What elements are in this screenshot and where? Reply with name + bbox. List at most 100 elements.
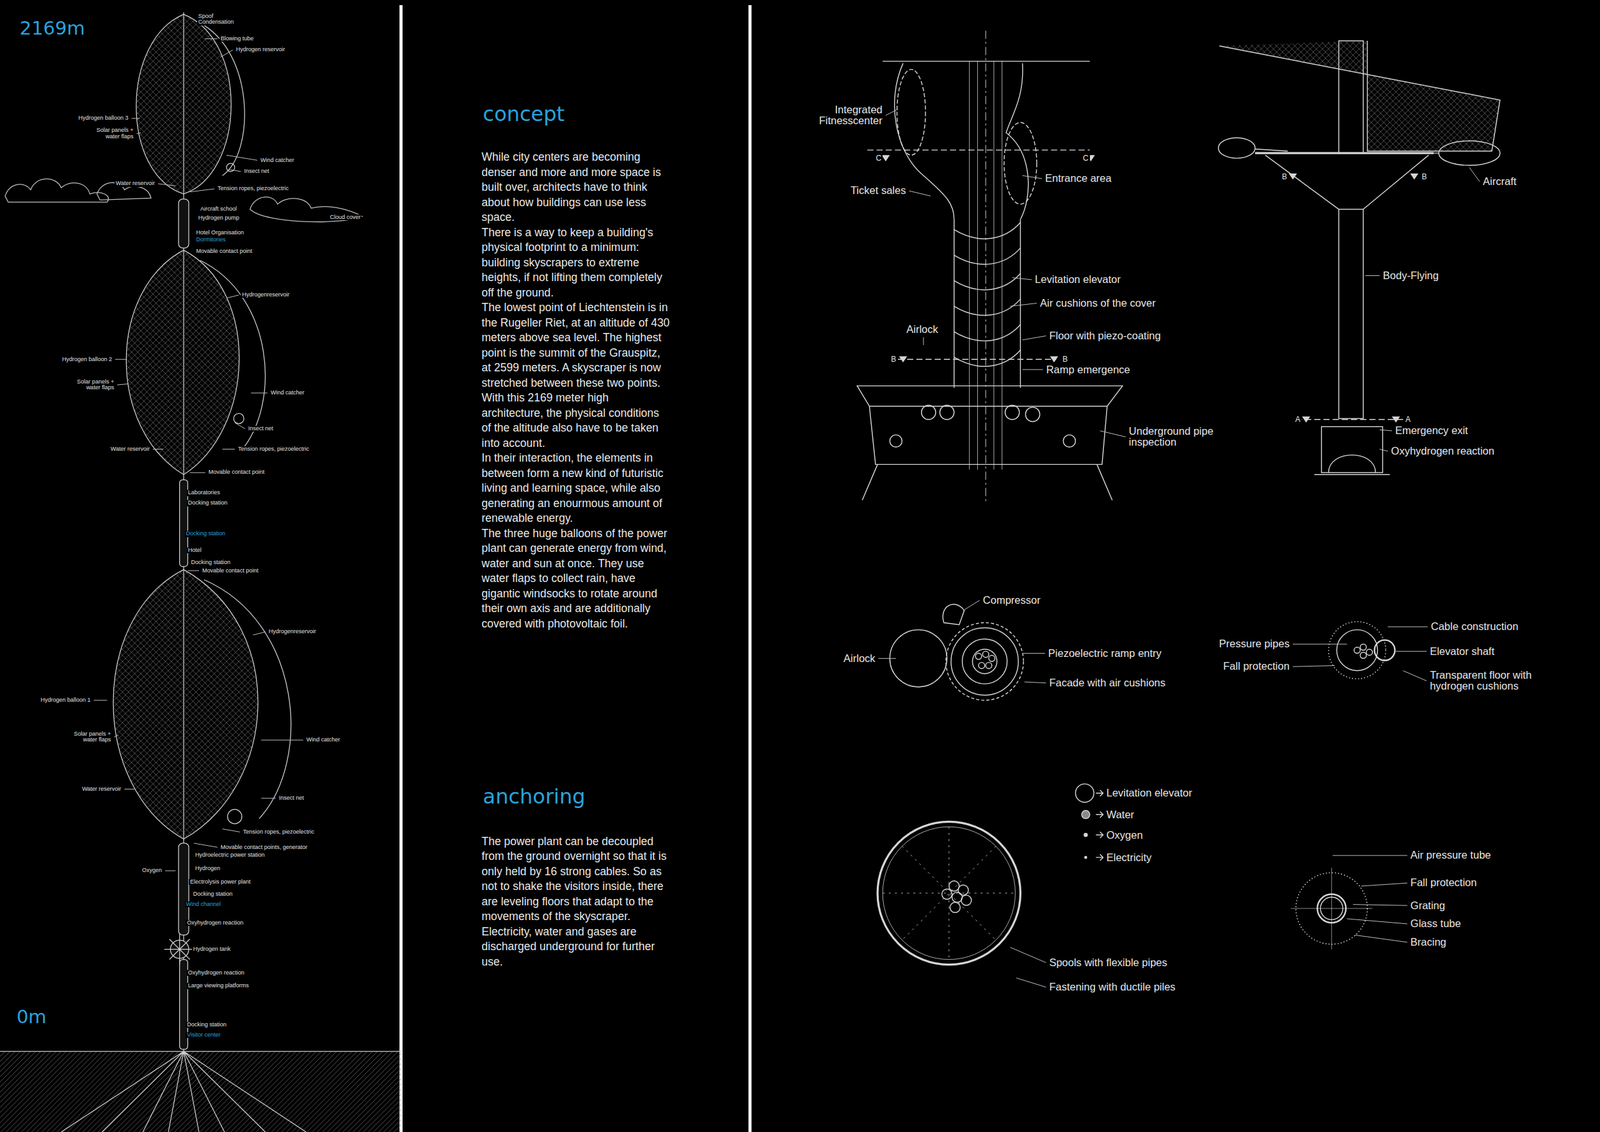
callout-label: Docking station xyxy=(190,559,233,566)
leader-line xyxy=(908,190,931,196)
leader-line xyxy=(252,631,265,635)
drawing-circle xyxy=(939,405,954,420)
drawing-circle xyxy=(889,434,902,447)
drawing-rect xyxy=(1338,40,1364,153)
leader-line xyxy=(124,788,135,790)
drawing-line xyxy=(0,1050,402,1051)
callout-label: Wind catcher xyxy=(259,157,296,164)
drawing-line xyxy=(748,5,752,1132)
drawing-line xyxy=(1255,152,1434,155)
callout-label: Large viewing platforms xyxy=(186,982,251,989)
drawing-circle xyxy=(978,662,985,669)
drawing-path xyxy=(199,22,245,176)
callout-label: Laboratories xyxy=(186,489,222,496)
clouds xyxy=(5,178,363,222)
drawing-path xyxy=(882,826,1016,959)
drawing-path xyxy=(1328,455,1376,473)
callout-label: Oxygen xyxy=(140,867,164,873)
drawing-path xyxy=(862,464,1113,500)
drawing-path xyxy=(881,154,1096,162)
drawing-path xyxy=(1006,63,1029,220)
leader-line xyxy=(226,154,258,160)
section-marker: C xyxy=(874,154,883,163)
callout-label: Water reservoir xyxy=(80,785,123,792)
drawing-line xyxy=(399,5,403,1132)
section-marker: A xyxy=(1294,415,1302,424)
drawing-circle xyxy=(982,650,989,658)
leader-line xyxy=(115,359,127,360)
callout-label: Elevator shaft xyxy=(1428,645,1496,657)
callout-label: Water reservoir xyxy=(109,446,152,452)
drawing-path xyxy=(126,250,239,475)
callout-label: Fall protection xyxy=(1409,876,1479,888)
drawing-circle xyxy=(882,826,1016,959)
altitude-mark: 2169m xyxy=(18,18,87,38)
leader-line xyxy=(1387,625,1428,627)
callout-label: Aircraft xyxy=(1481,176,1518,187)
callout-label: Entrance area xyxy=(1043,172,1113,184)
drawing-ellipse xyxy=(1438,140,1501,166)
drawing-circle xyxy=(227,808,242,824)
leader-line xyxy=(1022,175,1042,179)
drawing-circle xyxy=(1360,643,1367,651)
legend-text: Electricity xyxy=(1105,851,1154,863)
body-text: While city centers are becoming denser a… xyxy=(481,149,672,226)
body-text: There is a way to keep a building's phys… xyxy=(481,225,672,301)
callout-label: Movable contact point xyxy=(207,469,267,475)
leader-line xyxy=(1016,977,1046,987)
section-marker: B xyxy=(1061,355,1069,364)
callout-label: Fastening with ductile piles xyxy=(1047,981,1177,992)
callout-label: Underground pipe inspection xyxy=(1127,425,1222,448)
leader-line xyxy=(1379,429,1392,431)
callout-label: Water reservoir xyxy=(114,180,157,187)
legend-text: Levitation elevator xyxy=(1105,787,1194,799)
callout-label: Condensation xyxy=(197,19,236,25)
callout-label: Hydrogen tank xyxy=(192,945,233,952)
drawing-line xyxy=(985,30,987,503)
drawing-circle xyxy=(1081,810,1090,819)
callout-label: Movable contact points, generator xyxy=(219,844,310,850)
drawing-circle xyxy=(988,654,996,662)
leader-line xyxy=(1332,855,1408,856)
drawing-circle xyxy=(949,880,960,891)
drawing-path xyxy=(250,197,363,223)
section-heading: anchoring xyxy=(481,785,587,808)
section-marker: B xyxy=(889,355,898,364)
drawing-line xyxy=(1296,419,1403,420)
drawing-path xyxy=(113,569,258,840)
drawing-path xyxy=(899,355,1059,363)
leader-line xyxy=(1022,369,1044,370)
body-text: The power plant can be decoupled from th… xyxy=(481,833,672,970)
callout-label: Insect net xyxy=(242,168,271,175)
leader-line xyxy=(190,472,206,473)
callout-label: Movable contact point xyxy=(200,567,260,574)
leader-line xyxy=(250,392,268,393)
legend-symbols xyxy=(1075,783,1103,861)
leader-line xyxy=(1100,430,1126,438)
leader-line xyxy=(113,734,119,737)
callout-label: Transparent floor with hydrogen cushions xyxy=(1428,669,1574,692)
leader-line xyxy=(1354,934,1408,942)
leader-line xyxy=(1361,882,1408,886)
drawing-circle xyxy=(1084,856,1087,859)
callout-label: Hotel Organisation xyxy=(195,229,246,236)
callout-label: Ticket sales xyxy=(849,184,908,196)
drawing-line xyxy=(867,149,1090,151)
callout-label: Insect net xyxy=(247,425,275,432)
drawing-ellipse xyxy=(1218,137,1256,159)
drawing-circle xyxy=(958,884,969,895)
drawing-rect xyxy=(0,1050,402,1132)
leader-line xyxy=(190,188,215,192)
drawing-circle xyxy=(233,413,244,424)
leader-line xyxy=(131,117,140,119)
leader-line xyxy=(165,870,176,872)
callout-label: Hydrogen balloon 3 xyxy=(76,115,130,121)
leader-line xyxy=(1292,665,1336,667)
drawing-path xyxy=(1265,154,1429,209)
callout-label: Air cushions of the cover xyxy=(1038,297,1158,309)
leader-line xyxy=(228,169,241,172)
callout-label: Visitor center xyxy=(185,1031,222,1038)
drawing-circle xyxy=(972,648,997,674)
